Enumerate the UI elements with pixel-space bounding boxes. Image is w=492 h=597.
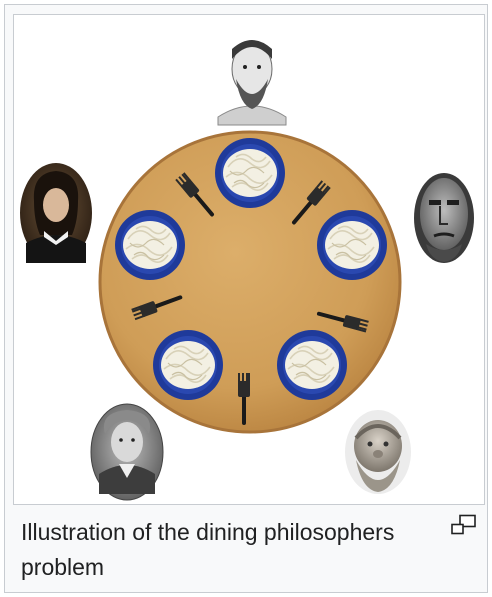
plate-left (115, 210, 185, 280)
plate-top (215, 138, 285, 208)
figure-thumbnail: Illustration of the dining philosophers … (4, 4, 488, 593)
enlarge-icon[interactable] (450, 514, 478, 536)
philosopher-bottom-right (345, 410, 411, 494)
philosopher-right (414, 173, 474, 263)
plate-bottom-right (277, 330, 347, 400)
philosopher-bottom-left (90, 403, 164, 501)
dining-philosophers-image[interactable] (13, 14, 485, 505)
philosopher-left (20, 163, 92, 263)
philosopher-top (217, 40, 287, 126)
plate-bottom-left (153, 330, 223, 400)
plate-right (317, 210, 387, 280)
figure-caption: Illustration of the dining philosophers … (21, 519, 395, 580)
